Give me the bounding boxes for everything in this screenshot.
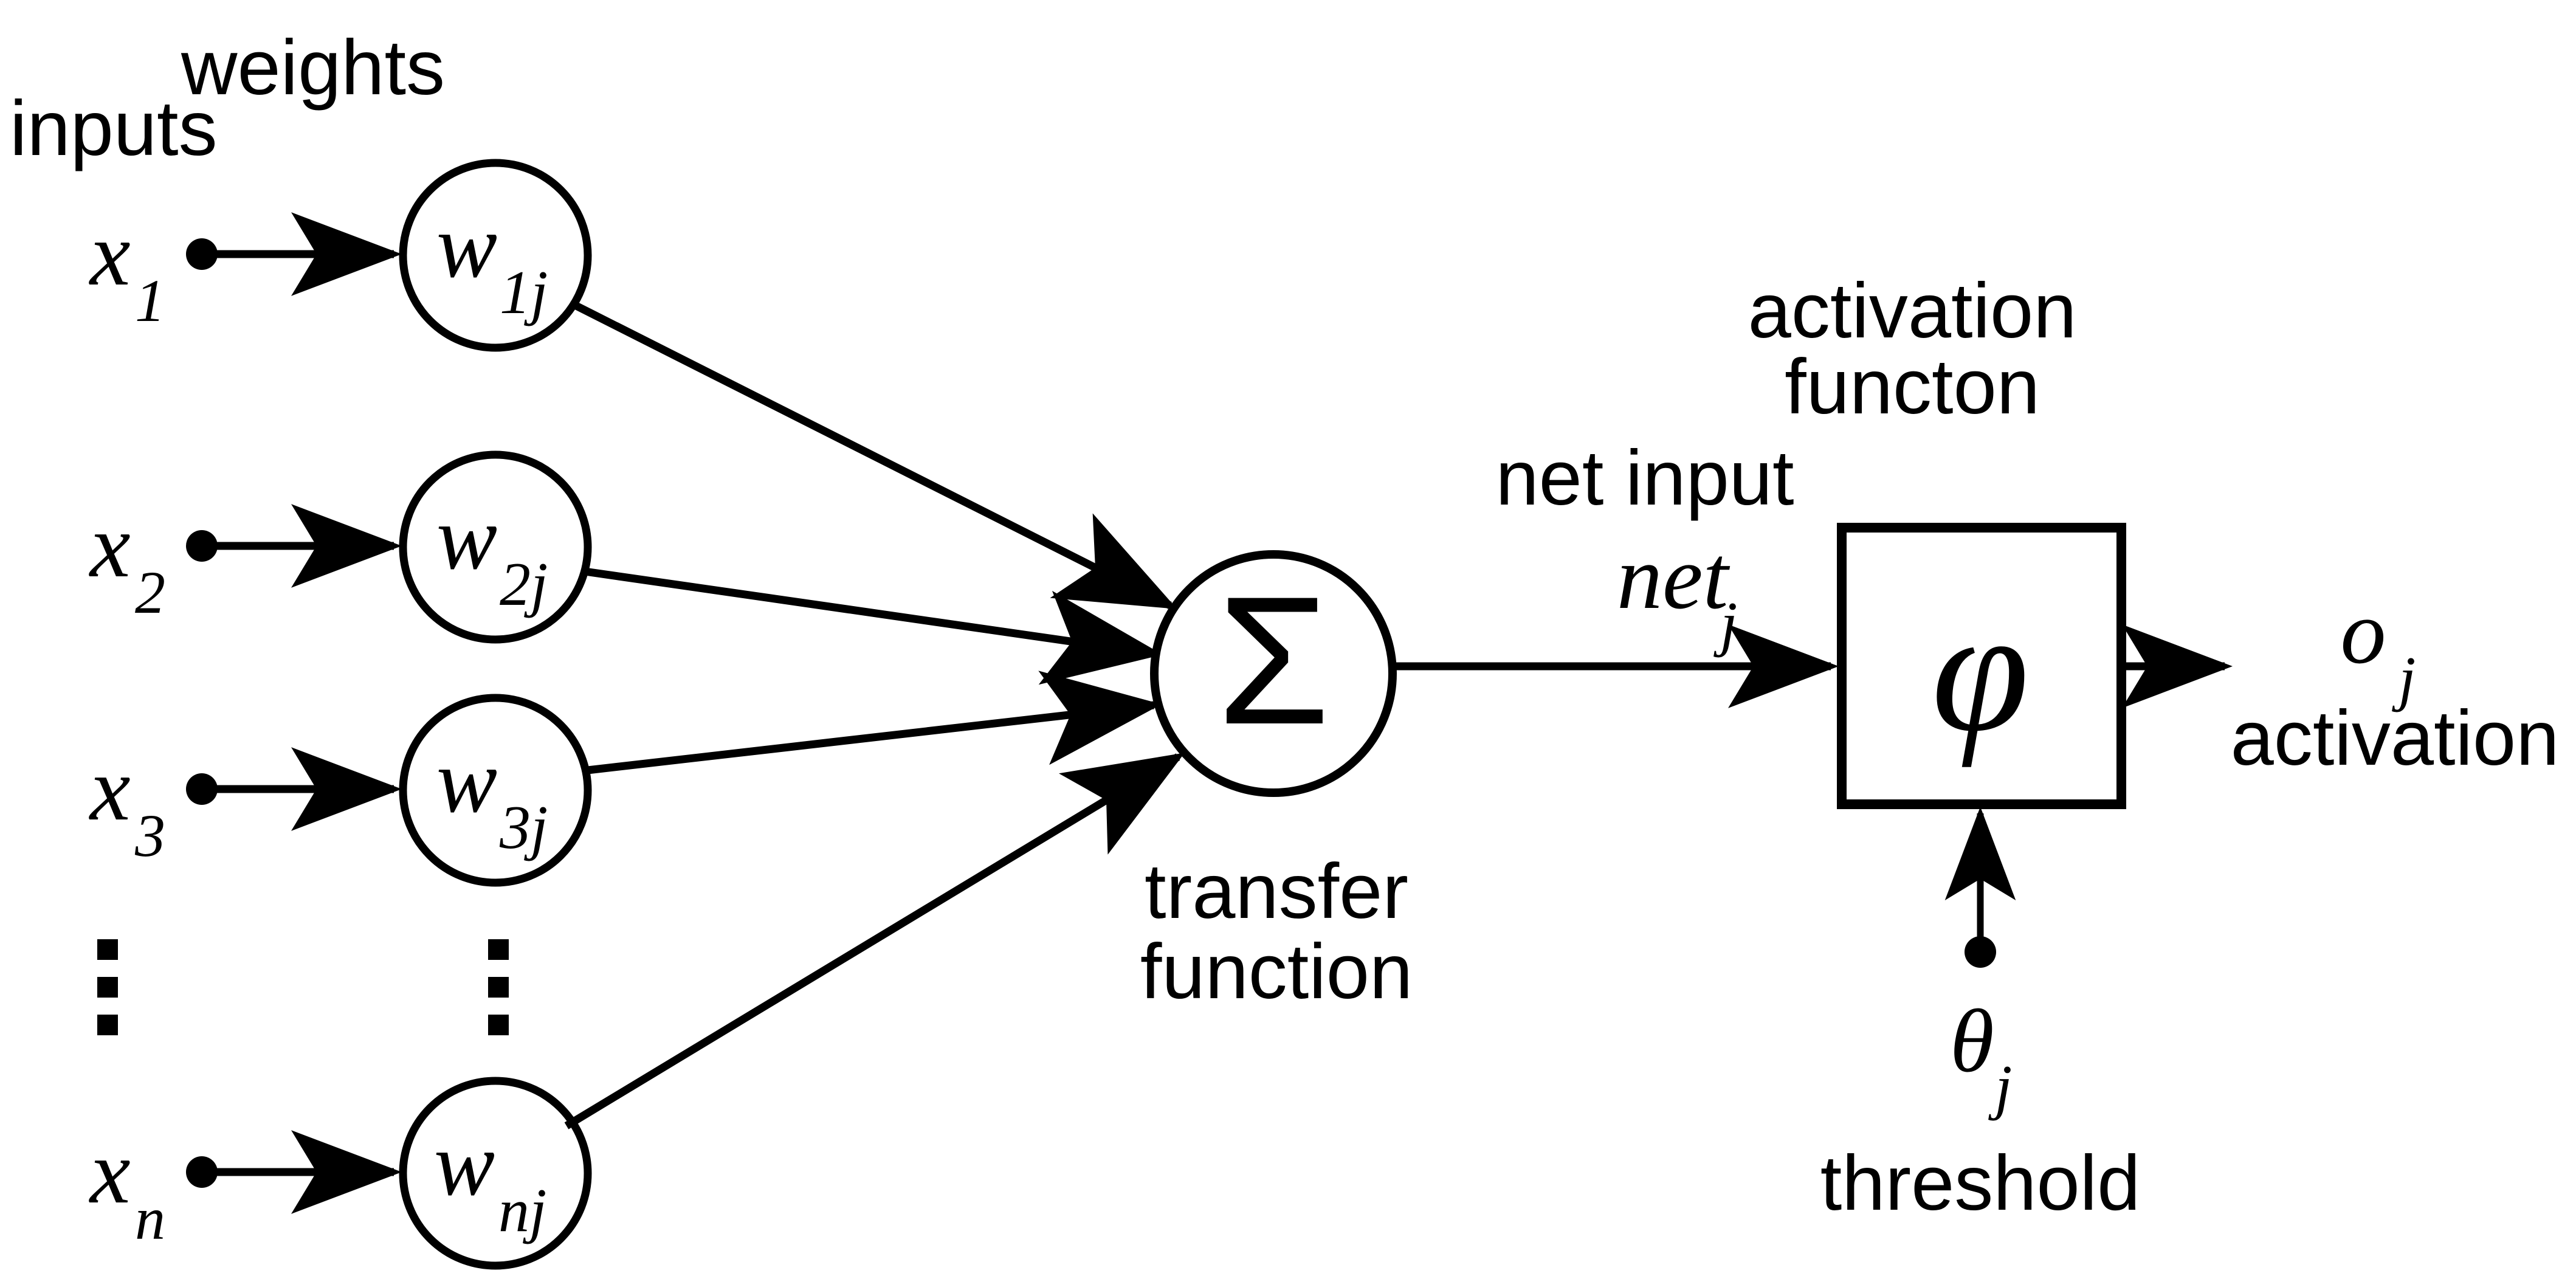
weight-node-w3j[interactable] xyxy=(399,694,592,887)
input-label-xn: x xyxy=(89,1122,131,1223)
summation-symbol: Σ xyxy=(1217,558,1329,762)
summation-node[interactable] xyxy=(1150,550,1397,797)
input-column-ellipsis xyxy=(97,939,118,1035)
weight-sub-w3j: 3j xyxy=(499,793,548,862)
inputs-header: inputs xyxy=(10,85,218,172)
input-row-1: x 1 w 1j xyxy=(89,159,592,352)
activation-function-caption-line1: activation xyxy=(1748,267,2077,354)
input-label-x2: x xyxy=(89,495,131,596)
input-terminal-dot-x3[interactable] xyxy=(186,773,218,805)
weight-label-wnj: w xyxy=(434,1114,495,1215)
activation-function-symbol: φ xyxy=(1932,573,2029,768)
threshold-caption: threshold xyxy=(1820,1140,2141,1227)
output-symbol: o xyxy=(2341,582,2386,683)
input-sub-x2: 2 xyxy=(135,559,165,626)
weight-label-w3j: w xyxy=(436,731,497,832)
net-input-symbol: net xyxy=(1617,527,1731,628)
threshold-symbol: θ xyxy=(1950,991,1994,1091)
input-terminal-dot-x1[interactable] xyxy=(186,238,218,270)
connection-wnj-to-sum xyxy=(564,753,1185,1129)
input-label-x1: x xyxy=(89,204,131,305)
activation-function-box[interactable] xyxy=(1837,523,2126,809)
activation-function-caption-line2: functon xyxy=(1785,343,2040,430)
weight-column-ellipsis xyxy=(488,939,509,1035)
ellipsis-dot xyxy=(97,977,118,998)
weight-sub-w2j: 2j xyxy=(500,550,548,619)
weight-sub-w1j: 1j xyxy=(500,258,548,327)
input-row-3: x 3 w 3j xyxy=(89,694,592,887)
weight-label-w2j: w xyxy=(436,488,497,588)
weight-node-w1j[interactable] xyxy=(399,159,592,352)
weight-sub-wnj: nj xyxy=(498,1176,546,1245)
output-caption: activation xyxy=(2231,695,2560,782)
ellipsis-dot xyxy=(488,939,509,960)
weight-label-w1j: w xyxy=(436,196,497,297)
transfer-function-caption-line1: transfer xyxy=(1145,848,1408,935)
input-label-x3: x xyxy=(89,739,131,840)
connection-w2j-to-sum xyxy=(584,567,1163,685)
net-input-caption: net input xyxy=(1495,435,1794,522)
input-sub-x3: 3 xyxy=(134,802,165,869)
input-terminal-dot-xn[interactable] xyxy=(186,1156,218,1188)
weight-node-wnj[interactable] xyxy=(399,1077,592,1270)
input-sub-xn: n xyxy=(135,1185,165,1252)
input-row-n: x n w nj xyxy=(89,1077,592,1270)
input-row-2: x 2 w 2j xyxy=(89,450,592,644)
input-sub-x1: 1 xyxy=(135,267,165,334)
ellipsis-dot xyxy=(488,1015,509,1035)
transfer-function-caption-line2: function xyxy=(1140,928,1413,1015)
ellipsis-dot xyxy=(97,939,118,960)
connection-w3j-to-sum xyxy=(582,671,1162,775)
ellipsis-dot xyxy=(97,1015,118,1035)
ellipsis-dot xyxy=(488,977,509,998)
threshold-terminal-dot[interactable] xyxy=(1965,936,1996,968)
weight-node-w2j[interactable] xyxy=(399,450,592,644)
input-terminal-dot-x2[interactable] xyxy=(186,530,218,562)
connection-w1j-to-sum xyxy=(571,300,1177,609)
weights-header: weights xyxy=(181,24,445,111)
